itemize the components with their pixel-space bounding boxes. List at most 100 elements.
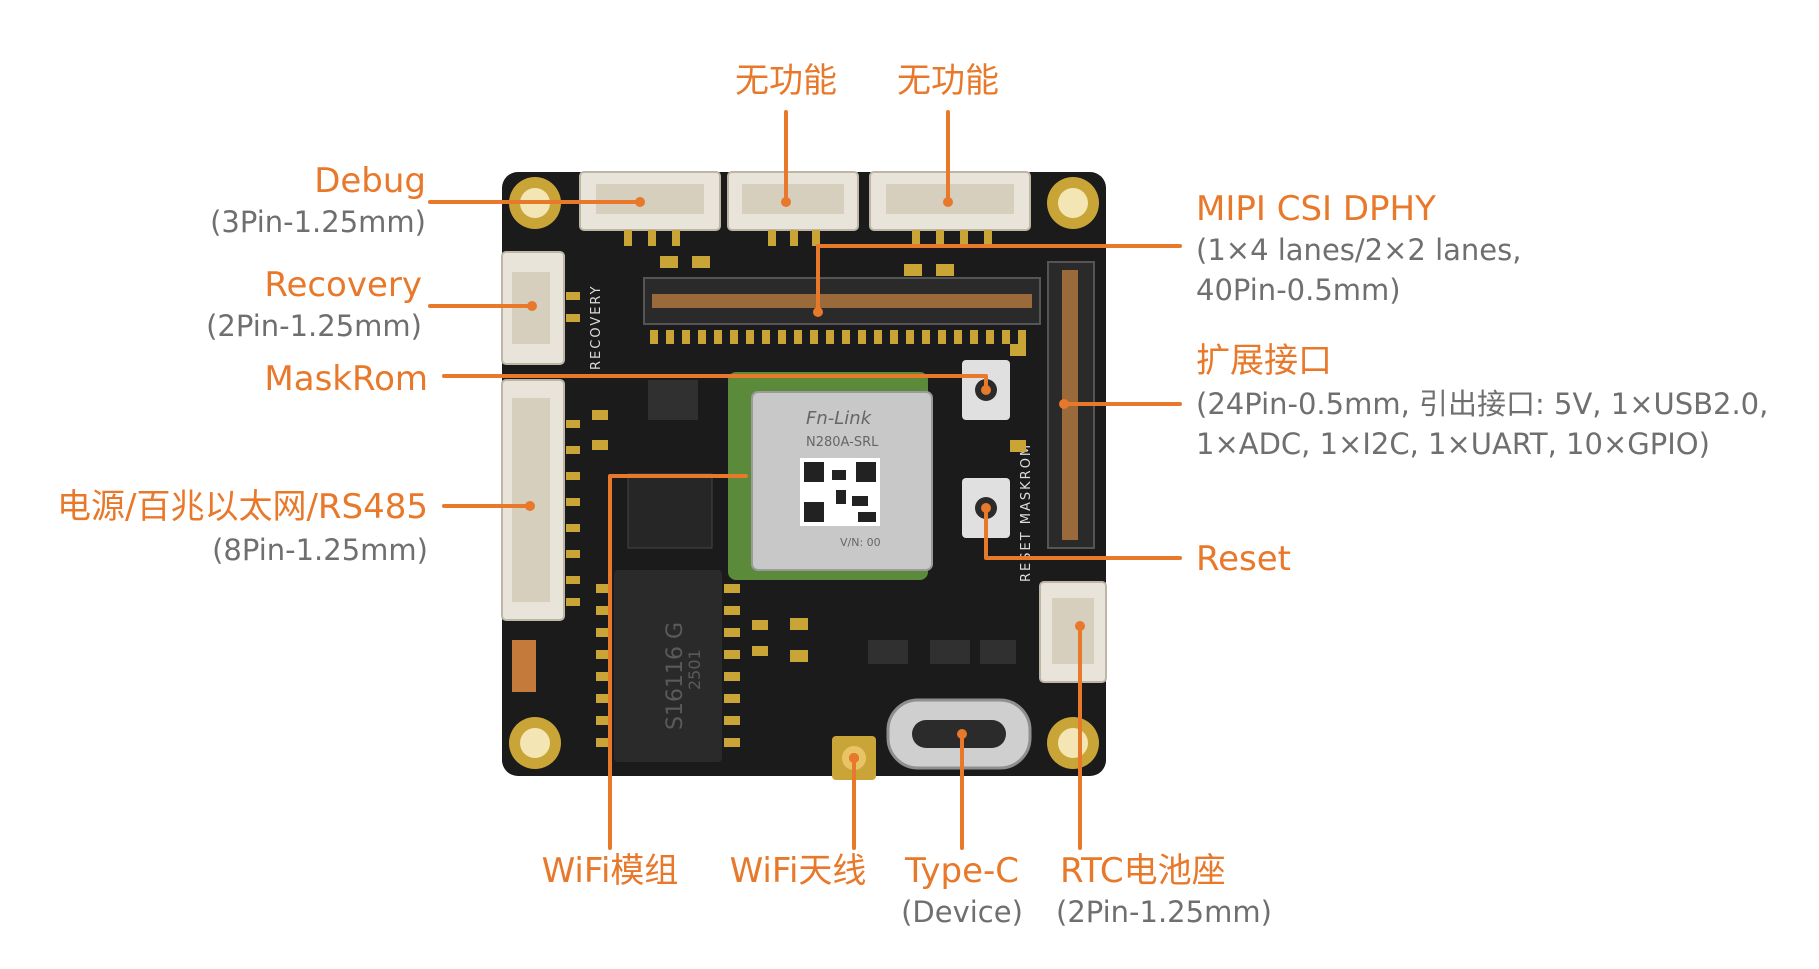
label-recovery: Recovery: [264, 265, 422, 305]
mounting-hole-br: [1047, 717, 1099, 769]
leader-nofunc-2-end: [943, 197, 953, 207]
mipi-pad-row: [650, 330, 1026, 344]
ic-chips: [648, 380, 1016, 664]
mipi-pad: [794, 330, 802, 344]
leader-nofunc-1-end: [781, 197, 791, 207]
transformer-pin: [724, 650, 740, 659]
qr-code: [800, 458, 880, 526]
label-typec-spec: (Device): [901, 895, 1023, 929]
leader-recovery-end: [527, 301, 537, 311]
mipi-pad: [746, 330, 754, 344]
leader-reset: [984, 506, 1182, 560]
transformer-pin: [724, 738, 740, 747]
label-wifi-antenna: WiFi天线: [730, 851, 867, 891]
label-power: 电源/百兆以太网/RS485: [57, 487, 428, 527]
wifi-module: Fn-Link N280A-SRL V/N: 00: [728, 372, 933, 580]
transformer-part-text: S16116 G: [663, 622, 688, 730]
mipi-pad: [890, 330, 898, 344]
label-mipi-spec-2: 40Pin-0.5mm): [1196, 273, 1401, 307]
mipi-pad: [906, 330, 914, 344]
leader-debug-end: [635, 197, 645, 207]
label-debug: Debug: [314, 161, 426, 201]
label-expansion-spec-2: 1×ADC, 1×I2C, 1×UART, 10×GPIO): [1196, 427, 1710, 461]
module-version-text: V/N: 00: [840, 536, 881, 549]
mipi-pad: [778, 330, 786, 344]
mipi-pad: [650, 330, 658, 344]
label-expansion-spec-1: (24Pin-0.5mm, 引出接口: 5V, 1×USB2.0,: [1196, 387, 1768, 421]
transformer-pin: [596, 584, 612, 593]
transformer-pin: [724, 606, 740, 615]
label-debug-spec: (3Pin-1.25mm): [210, 205, 426, 239]
recovery-silkscreen: RECOVERY: [589, 284, 604, 370]
top-connector-pins: [624, 230, 992, 246]
leader-expansion-end: [1059, 399, 1069, 409]
transformer-code-text: 2501: [685, 649, 704, 690]
pcb-board: Fn-Link N280A-SRL V/N: 00 S16116 G 2501: [501, 171, 1107, 780]
mipi-pad: [858, 330, 866, 344]
transformer-pin: [724, 628, 740, 637]
mipi-pad: [1018, 330, 1026, 344]
leader-maskrom-end: [981, 385, 991, 395]
label-reset: Reset: [1196, 539, 1291, 579]
transformer-pin: [596, 694, 612, 703]
transformer-pin: [724, 584, 740, 593]
smd-components: [512, 256, 1026, 692]
mipi-pad: [682, 330, 690, 344]
mipi-pad: [762, 330, 770, 344]
sop8-chip: [627, 473, 713, 549]
leader-typec-end: [957, 729, 967, 739]
power-connector: [501, 379, 565, 621]
leader-power-end: [525, 501, 535, 511]
mounting-hole-tr: [1047, 177, 1099, 229]
labels: Debug (3Pin-1.25mm) 无功能 无功能 Recovery (2P…: [57, 61, 1768, 929]
transformer-pins: [596, 584, 740, 747]
mipi-pad: [938, 330, 946, 344]
leader-wifi-module: [608, 474, 748, 850]
transformer-pin: [724, 716, 740, 725]
mipi-pad: [698, 330, 706, 344]
mipi-pad: [1002, 330, 1010, 344]
mipi-pad: [954, 330, 962, 344]
ethernet-transformer: S16116 G 2501: [614, 570, 722, 762]
leader-reset-end: [981, 503, 991, 513]
mipi-pad: [714, 330, 722, 344]
module-model-text: N280A-SRL: [806, 435, 879, 450]
leader-wifi-antenna-end: [849, 753, 859, 763]
label-nofunc-2: 无功能: [897, 61, 999, 101]
leader-mipi: [816, 244, 1182, 314]
label-rtc: RTC电池座: [1060, 851, 1226, 891]
mipi-fpc-connector: [643, 277, 1041, 325]
transformer-pin: [596, 672, 612, 681]
label-nofunc-1: 无功能: [735, 61, 837, 101]
label-mipi-spec-1: (1×4 lanes/2×2 lanes,: [1196, 233, 1521, 267]
module-brand-text: Fn-Link: [806, 408, 873, 429]
leader-lines: [428, 110, 1182, 850]
leader-mipi-end: [813, 307, 823, 317]
mipi-pad: [666, 330, 674, 344]
reset-maskrom-silkscreen: RESET MASKROM: [1019, 443, 1034, 582]
transformer-pin: [596, 738, 612, 747]
label-power-spec: (8Pin-1.25mm): [212, 533, 428, 567]
label-wifi-module: WiFi模组: [542, 851, 679, 891]
transformer-pin: [724, 694, 740, 703]
mipi-pad: [810, 330, 818, 344]
mipi-pad: [842, 330, 850, 344]
debug-connector: [579, 171, 721, 231]
transformer-pin: [596, 650, 612, 659]
label-maskrom: MaskRom: [264, 359, 428, 399]
label-typec: Type-C: [904, 851, 1019, 891]
label-recovery-spec: (2Pin-1.25mm): [206, 309, 422, 343]
transformer-pin: [596, 628, 612, 637]
transformer-pin: [596, 606, 612, 615]
mipi-pad: [826, 330, 834, 344]
leader-rtc-end: [1075, 621, 1085, 631]
mounting-hole-bl: [509, 717, 561, 769]
mipi-pad: [986, 330, 994, 344]
mipi-pad: [922, 330, 930, 344]
label-mipi: MIPI CSI DPHY: [1196, 189, 1436, 229]
mipi-pad: [730, 330, 738, 344]
left-connector-pins: [566, 292, 580, 606]
label-expansion: 扩展接口: [1196, 341, 1332, 381]
mipi-pad: [874, 330, 882, 344]
